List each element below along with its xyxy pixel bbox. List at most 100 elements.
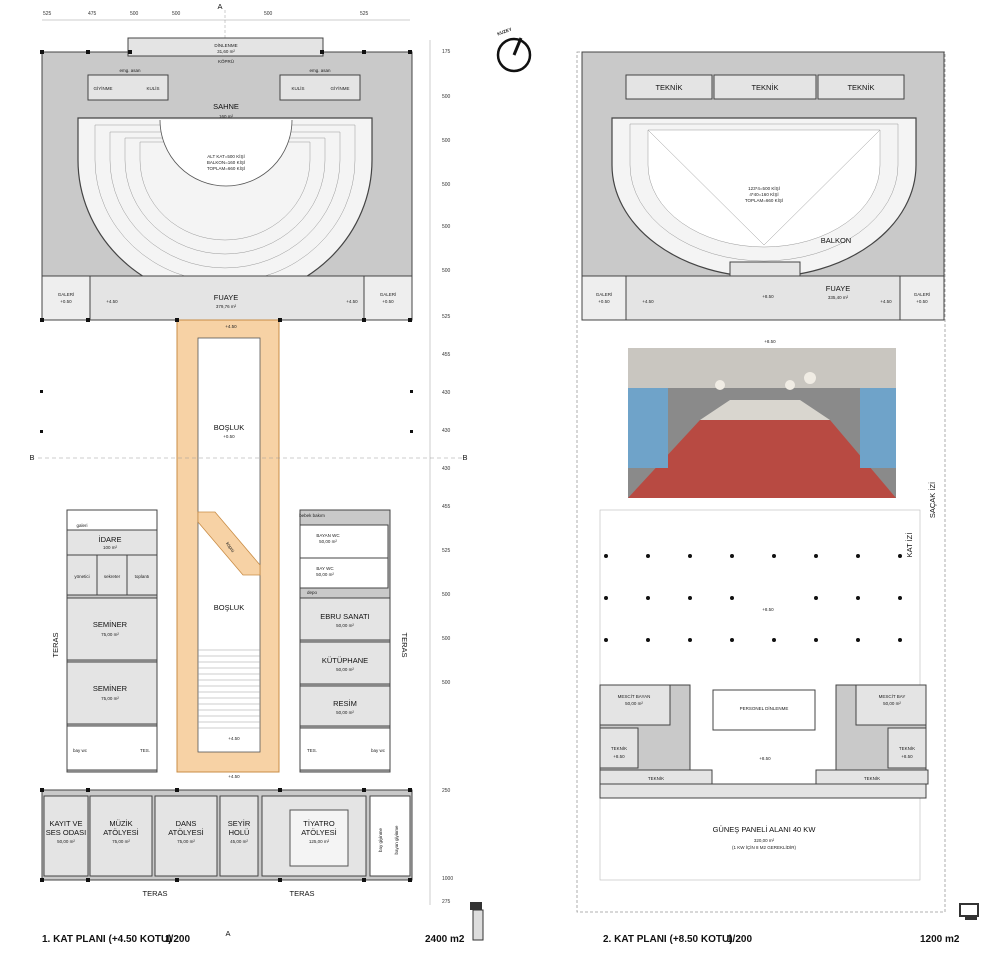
- galeri-right-label: GALERİ: [380, 291, 397, 297]
- yonetici-label: yönetici: [74, 574, 89, 579]
- bosluk-upper-label: BOŞLUK: [214, 423, 244, 432]
- dans-label-1: DANS: [176, 819, 197, 828]
- dim-top-1: 525: [43, 11, 52, 17]
- dim-top-6: 525: [360, 11, 369, 17]
- svg-text:1000: 1000: [442, 876, 453, 882]
- seminer-2: [66, 661, 158, 725]
- plan1-title: 1. KAT PLANI (+4.50 KOTU): [42, 934, 172, 945]
- sacak-label: SAÇAK İZİ: [928, 482, 937, 518]
- toplanti-label: toplantı: [135, 574, 150, 579]
- kulis-right: KULİS: [291, 85, 304, 91]
- galeri-left: [41, 275, 91, 321]
- ebru-area: 50,00 m²: [336, 623, 354, 628]
- seyir-area: 45,00 m²: [230, 839, 248, 844]
- svg-text:500: 500: [442, 636, 451, 642]
- gunes-note: (1 KW İÇİN 8 M2 GEREKLİDİR): [732, 844, 797, 850]
- svg-text:430: 430: [442, 390, 451, 396]
- teras-bottom-left: TERAS: [142, 889, 167, 898]
- p2-capacity-2: 4*40=160 KİŞİ: [749, 191, 778, 197]
- giyinme-left: GİYİNME: [93, 85, 112, 91]
- bayan-wc-label: BAYAN WC: [316, 533, 340, 538]
- teras-left: TERAS: [51, 632, 60, 657]
- seyir-label-2: HOLÜ: [229, 828, 250, 837]
- plan-1: 525 475 500 500 500 525 A DİNLENME 31,60…: [29, 2, 484, 945]
- bayan-giyinme-label: bayan giyinme: [394, 825, 399, 855]
- personel-room: [712, 689, 816, 731]
- idare-area: 100 m²: [103, 545, 118, 550]
- teknik-top-1: TEKNİK: [655, 83, 682, 92]
- fuaye-level-left: +4.50: [106, 299, 118, 304]
- right-dimensions: 175 500 500 500 500 500 525 455 430 430 …: [429, 40, 453, 905]
- bebek-bakim-label: bebek bakım: [299, 513, 325, 518]
- bosluk-upper-level: +0.50: [223, 434, 235, 439]
- p2-teknik-left: TEKNİK: [611, 745, 627, 751]
- tiyatro-area: 125,00 m²: [309, 839, 330, 844]
- muzik-room: [89, 795, 153, 877]
- svg-text:175: 175: [442, 49, 451, 55]
- svg-text:430: 430: [442, 428, 451, 434]
- corr-level-mid: +4.50: [228, 736, 240, 741]
- sahne-label: SAHNE: [213, 102, 239, 111]
- seminer-2-label: SEMİNER: [93, 684, 128, 693]
- p2-galeri-left-level: +0.50: [598, 299, 610, 304]
- p2-level-personel: +8.50: [759, 756, 771, 761]
- bridge-ramp: [197, 511, 261, 576]
- svg-text:500: 500: [442, 94, 451, 100]
- p2-galeri-right-level: +0.50: [916, 299, 928, 304]
- svg-text:275: 275: [442, 899, 451, 905]
- idare-label: İDARE: [99, 535, 122, 544]
- svg-text:525: 525: [442, 314, 451, 320]
- tes-right: TES.: [307, 748, 317, 753]
- ebru-label: EBRU SANATI: [320, 612, 369, 621]
- dim-top-2: 475: [88, 11, 97, 17]
- mescit-bayan-area: 50,00 m²: [625, 701, 643, 706]
- teras-bottom-right: TERAS: [289, 889, 314, 898]
- roof-outline: [576, 51, 946, 913]
- personel-label: PERSONEL DİNLENME: [740, 705, 789, 711]
- p2-teknik-bottom-right: TEKNİK: [864, 775, 880, 781]
- gunes-area: 320,00 m²: [754, 838, 775, 843]
- giyinme-right: GİYİNME: [330, 85, 349, 91]
- svg-text:500: 500: [442, 592, 451, 598]
- corr-level-top: +4.50: [225, 324, 237, 329]
- north-label: KUZEY: [496, 27, 512, 37]
- resim-label: RESİM: [333, 699, 357, 708]
- kutuphane-room: [299, 641, 391, 685]
- bay-wc-room: [299, 557, 389, 589]
- p2-teknik-right: TEKNİK: [899, 745, 915, 751]
- dinlenme-area: 31,60 m²: [217, 49, 235, 54]
- seminer-2-area: 75,00 m²: [101, 696, 119, 701]
- section-b-right: B: [462, 453, 467, 462]
- p2-level-bridge: +8.50: [764, 339, 776, 344]
- roof-grid-columns: [604, 554, 902, 642]
- capacity-3: TOPLAM=660 KİŞİ: [207, 165, 245, 171]
- depo-label: depo: [307, 590, 318, 595]
- mescit-bay-label: MESCİT BAY: [879, 693, 906, 699]
- teras-right: TERAS: [400, 632, 409, 657]
- p2-teknik-bottom-left: TEKNİK: [648, 775, 664, 781]
- capacity-1: ALT KAT=500 KİŞİ: [207, 153, 244, 159]
- svg-text:455: 455: [442, 352, 451, 358]
- stairs: [198, 649, 260, 729]
- p2-galeri-right: GALERİ: [914, 291, 931, 297]
- bay-giyinme-label: bay giyinme: [378, 827, 383, 852]
- teknik-top-2: TEKNİK: [751, 83, 778, 92]
- galeri-left-label: GALERİ: [58, 291, 75, 297]
- muzik-area: 75,00 m²: [112, 839, 130, 844]
- plan2-title: 2. KAT PLANI (+8.50 KOTU): [603, 934, 733, 945]
- seminer-1: [66, 597, 158, 661]
- muzik-label-1: MÜZİK: [109, 819, 132, 828]
- kopru-ramp-label: köprü: [225, 541, 236, 553]
- dim-top-4: 500: [172, 11, 181, 17]
- p2-level-right: +4.50: [880, 299, 892, 304]
- dans-room: [154, 795, 218, 877]
- resim-area: 50,00 m²: [336, 710, 354, 715]
- tiyatro-label-1: TİYATRO: [303, 819, 335, 828]
- seminer-1-area: 75,00 m²: [101, 632, 119, 637]
- gunes-label: GÜNEŞ PANELİ ALANI 40 KW: [713, 825, 817, 834]
- bayan-wc-room: [299, 524, 389, 559]
- section-b-left: B: [29, 453, 34, 462]
- sahne-area: 160 m²: [219, 114, 234, 119]
- mescit-bay-area: 50,00 m²: [883, 701, 901, 706]
- plan1-area: 2400 m2: [425, 934, 465, 945]
